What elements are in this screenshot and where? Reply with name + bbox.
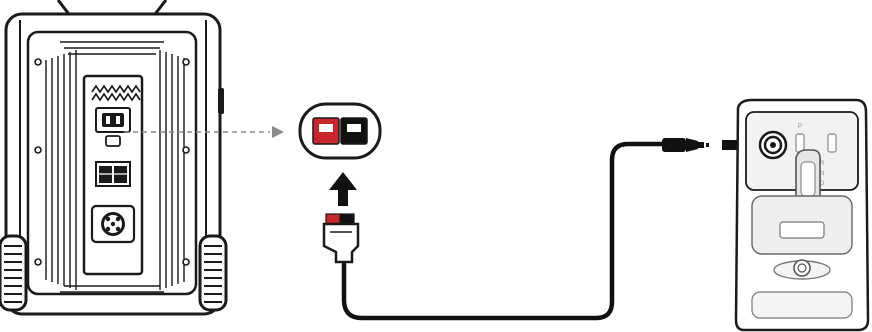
power-station-icon [0, 0, 228, 316]
cigarette-lighter-plug-icon [662, 138, 709, 152]
svg-text:N: N [820, 171, 824, 177]
car-center-console-icon: P R N D [734, 98, 870, 332]
anderson-plug-icon [322, 213, 360, 264]
cable [341, 141, 664, 321]
guide-dashed-line [124, 126, 284, 138]
svg-text:D: D [820, 181, 825, 187]
up-arrow-icon [329, 172, 357, 206]
svg-text:R: R [820, 161, 825, 167]
anderson-connector-icon [298, 102, 382, 160]
svg-text:P: P [798, 124, 802, 130]
